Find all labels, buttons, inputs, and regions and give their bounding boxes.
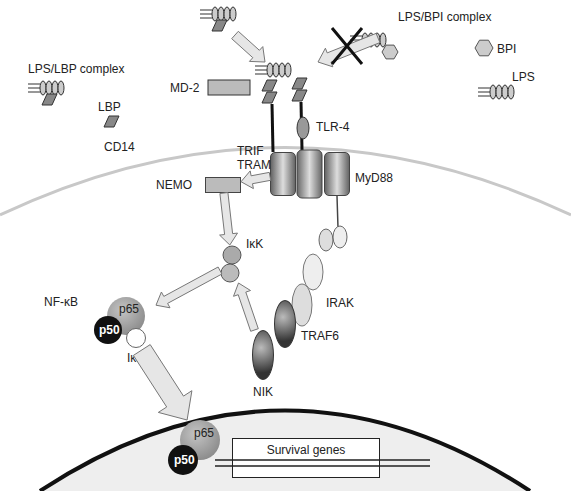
part-name: LBP	[98, 100, 121, 114]
lbp-protein	[212, 20, 227, 31]
bpi-hexagon	[475, 40, 493, 56]
kinase-oval	[303, 254, 323, 290]
adaptor-box: TRIFTRAM	[270, 152, 296, 196]
node-label: p65	[119, 302, 139, 316]
node-label: TRAM	[237, 158, 271, 172]
signal-arrow	[156, 267, 222, 308]
cd14-domain	[262, 80, 277, 91]
inhibitor-circle: IκB	[126, 328, 146, 348]
node-label: TRAF6	[301, 329, 339, 343]
part-name: MD-2	[170, 81, 199, 95]
lps-molecule	[200, 7, 236, 21]
node-label: Survival genes	[267, 443, 346, 457]
transcription-factor: NF-κBp65p50IκB	[92, 295, 156, 350]
block-cross	[332, 28, 362, 64]
node-label: IRAK	[326, 296, 354, 310]
node-shape	[220, 245, 244, 283]
signal-arrow	[220, 193, 238, 246]
part-name: BPI	[497, 42, 516, 56]
tlr4-domain	[292, 90, 307, 101]
node-label: TRIF	[237, 144, 264, 158]
signal-arrow	[241, 171, 271, 189]
node-label: NIK	[253, 385, 273, 399]
lbp-protein	[104, 116, 119, 127]
kinase-subunit	[221, 264, 239, 282]
cell-membrane	[0, 148, 571, 216]
nucleus-area	[40, 411, 530, 491]
kinase-oval: NIK	[252, 330, 274, 380]
kinase-subunit	[223, 246, 241, 264]
binding-arrow	[232, 31, 265, 62]
node-label: p50	[174, 453, 195, 467]
lps-molecule	[255, 63, 291, 77]
node-label: MyD88	[355, 171, 393, 185]
node-label: NEMO	[156, 178, 192, 192]
part-name: LPS	[512, 70, 535, 84]
kinase-complex: IκK	[220, 245, 244, 283]
node-label: p50	[99, 323, 120, 337]
bpi-hexagon	[382, 45, 398, 59]
tir-domain	[297, 150, 322, 198]
tlr4-domain	[292, 78, 307, 89]
subunit-circle: p50	[168, 445, 198, 475]
part-name: LPS/BPI complex	[398, 10, 491, 24]
death-domain-link	[337, 196, 338, 228]
part-name: TLR-4	[316, 120, 349, 134]
lbp-protein	[42, 94, 57, 105]
death-domain	[333, 226, 347, 248]
lps-molecule	[478, 85, 514, 99]
node-label: IκB	[127, 351, 144, 365]
node-label: p65	[194, 426, 214, 440]
kinase-box: NEMO	[205, 177, 241, 193]
adaptor-box: MyD88	[324, 152, 350, 196]
node-label: IκK	[246, 237, 263, 251]
adaptor-oval: TRAF6	[274, 300, 296, 348]
subunit-circle: p50	[94, 316, 122, 344]
lps-molecule	[28, 81, 64, 95]
part-name: LPS/LBP complex	[28, 62, 125, 76]
signal-arrow	[234, 283, 259, 331]
gene-box: Survival genes	[232, 438, 380, 478]
nuclear-envelope	[40, 411, 530, 491]
part-name: CD14	[104, 140, 135, 154]
md2-protein	[208, 80, 250, 95]
death-domain	[319, 229, 333, 251]
cd14-domain	[262, 92, 277, 103]
node-label: NF-κB	[44, 295, 78, 309]
cd14-stem	[272, 104, 273, 152]
tlr4-domain	[297, 117, 309, 139]
